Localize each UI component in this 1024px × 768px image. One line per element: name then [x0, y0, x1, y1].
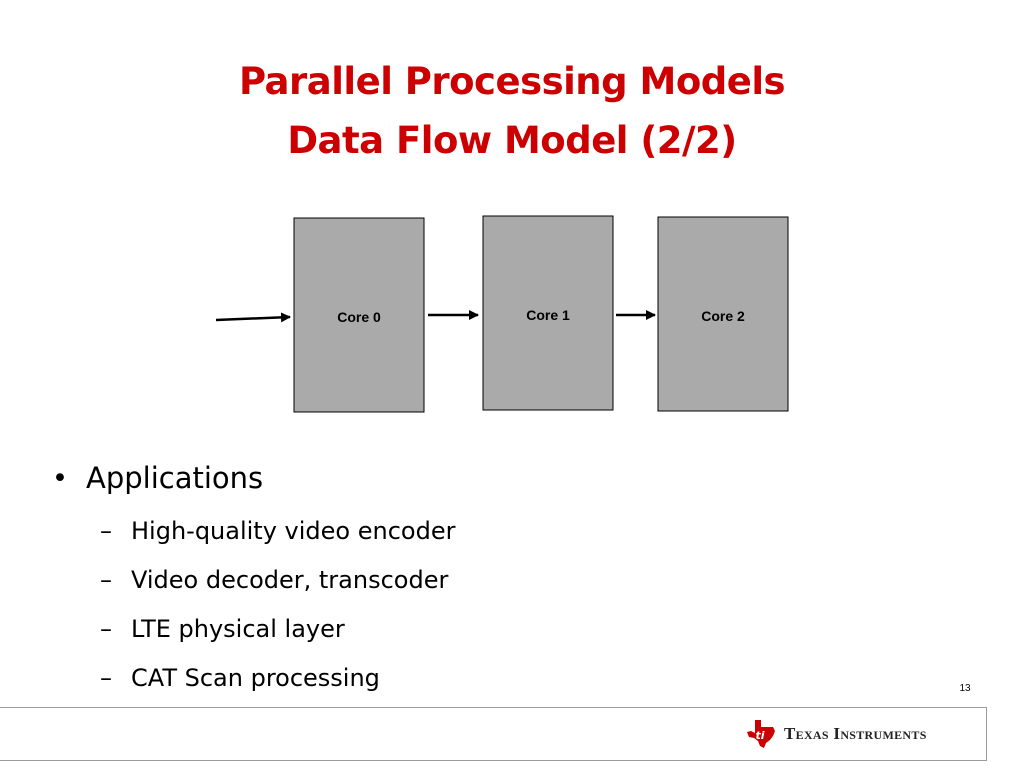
core0-label: Core 0 [337, 309, 381, 325]
list-item: – LTE physical layer [100, 604, 752, 653]
title-line-1: Parallel Processing Models [238, 60, 786, 103]
page-number: 13 [959, 683, 971, 694]
dash-marker: – [100, 565, 112, 594]
core1-label: Core 1 [526, 307, 570, 323]
footer-bar [0, 707, 987, 761]
edge-input-to-core0 [215, 312, 291, 323]
node-core1: Core 1 [482, 215, 614, 411]
core0-box [293, 217, 425, 413]
list-item: – CAT Scan processing [100, 653, 752, 702]
title-line-2: Data Flow Model (2/2) [287, 119, 737, 162]
bullet-list: • Applications – High-quality video enco… [52, 454, 752, 702]
node-core0: Core 0 [293, 217, 425, 413]
ti-logo-text: Texas Instruments [784, 724, 927, 743]
bullet-applications-label: Applications [86, 461, 264, 495]
sub-bullet-list: – High-quality video encoder – Video dec… [100, 506, 752, 702]
core2-label: Core 2 [701, 308, 745, 324]
dash-marker: – [100, 663, 112, 692]
dash-marker: – [100, 614, 112, 643]
node-core2: Core 2 [657, 216, 789, 412]
list-item: – High-quality video encoder [100, 506, 752, 555]
core2-box [657, 216, 789, 412]
sub-item-label: High-quality video encoder [131, 516, 456, 545]
bullet-applications: • Applications [52, 454, 752, 502]
core1-box [482, 215, 614, 411]
sub-item-label: LTE physical layer [131, 614, 345, 643]
ti-logo: ti Texas Instruments [746, 718, 927, 750]
dash-marker: – [100, 516, 112, 545]
bullet-dot: • [52, 462, 68, 494]
list-item: – Video decoder, transcoder [100, 555, 752, 604]
texas-state-icon: ti [747, 720, 775, 748]
sub-item-label: Video decoder, transcoder [131, 565, 449, 594]
sub-item-label: CAT Scan processing [131, 663, 380, 692]
svg-text:ti: ti [755, 729, 764, 742]
slide-title: Parallel Processing Models Data Flow Mod… [0, 52, 1024, 170]
